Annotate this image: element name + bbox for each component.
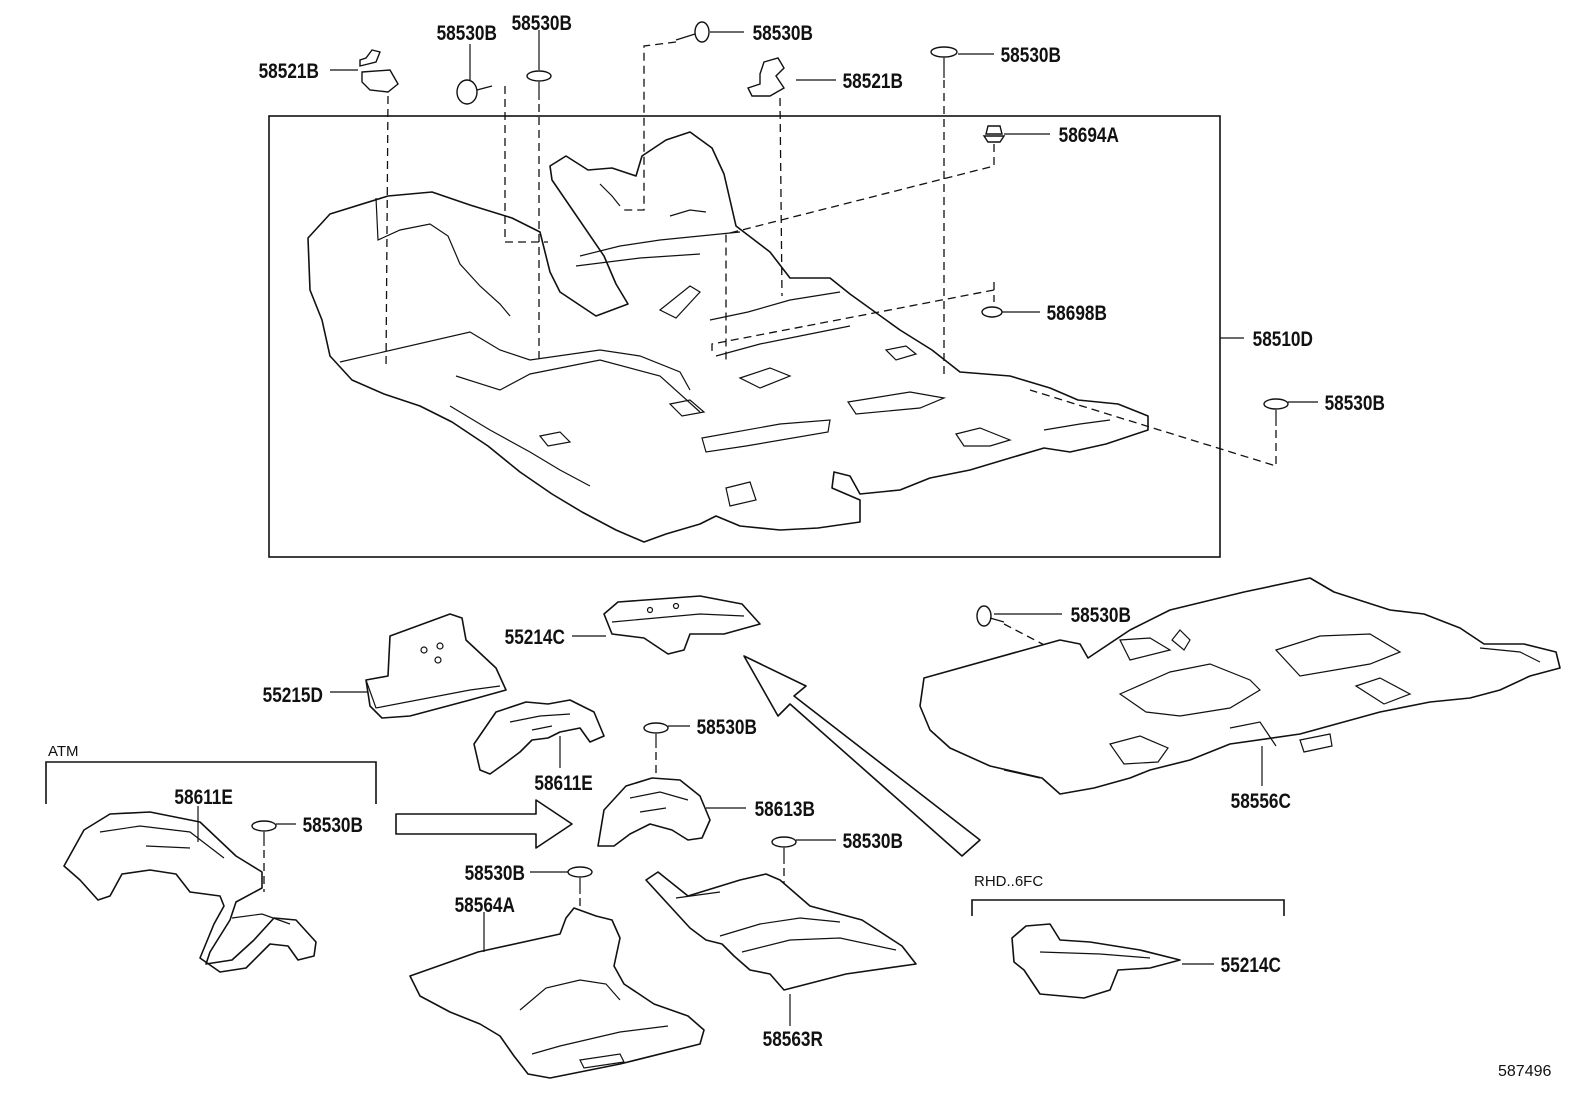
fastener-58530B-b-icon <box>526 70 552 100</box>
cover-55215D <box>365 613 507 719</box>
nut-58698B-icon <box>981 306 1003 318</box>
group-label-atm: ATM <box>48 743 79 760</box>
fastener-58530B-h-icon <box>567 866 593 894</box>
carpet-58563R <box>645 871 917 991</box>
label-58530B-10: 58530B <box>1071 605 1131 628</box>
clip-58521B-left-icon <box>359 49 399 93</box>
cover-55214C-rhd <box>1011 923 1181 999</box>
label-58530B-3: 58530B <box>753 23 813 46</box>
align-line-58530B-c <box>620 41 677 211</box>
fastener-58530B-c-icon <box>675 21 710 43</box>
bracket-58611E-atm <box>63 811 317 973</box>
arrow-right-icon <box>395 799 573 849</box>
align-line-58698B <box>711 282 995 352</box>
fastener-58530B-f-icon <box>643 722 669 748</box>
arrow-diagonal-icon <box>743 655 981 857</box>
cover-55214C-upper <box>603 595 761 655</box>
group-label-rhd: RHD..6FC <box>974 873 1043 890</box>
label-58613B: 58613B <box>755 799 815 822</box>
fastener-58530B-j-icon <box>976 605 1005 627</box>
label-58556C: 58556C <box>1231 791 1291 814</box>
group-bracket-rhd <box>971 899 1285 916</box>
carpet-58556C <box>919 577 1561 795</box>
align-line-58530B-a <box>504 86 548 243</box>
label-58694A: 58694A <box>1059 125 1119 148</box>
align-line-58521B-left <box>385 95 389 369</box>
label-58510D: 58510D <box>1253 329 1313 352</box>
main-carpet-frame <box>268 115 1221 558</box>
label-58530B-7: 58530B <box>303 815 363 838</box>
bracket-58613B <box>597 777 711 847</box>
group-bracket-atm <box>45 761 377 804</box>
label-55214C-2: 55214C <box>1221 955 1281 978</box>
label-58563R: 58563R <box>763 1029 823 1052</box>
label-58611E-1: 58611E <box>174 787 233 810</box>
label-58530B-1: 58530B <box>437 23 497 46</box>
floor-carpet-58510D <box>307 131 1149 543</box>
label-55215D: 55215D <box>263 685 323 708</box>
label-58521B-left: 58521B <box>259 61 319 84</box>
label-58530B-8: 58530B <box>465 863 525 886</box>
label-55214C-1: 55214C <box>505 627 565 650</box>
label-58530B-9: 58530B <box>843 831 903 854</box>
align-line-58521B-right <box>779 97 783 297</box>
fastener-58530B-g-icon <box>251 820 277 846</box>
clip-58521B-right-icon <box>747 57 785 97</box>
reference-number: 587496 <box>1498 1063 1551 1080</box>
label-58564A: 58564A <box>455 895 515 918</box>
label-58530B-6: 58530B <box>697 717 757 740</box>
align-line-58694A <box>725 144 995 362</box>
label-58611E-2: 58611E <box>534 773 593 796</box>
carpet-58564A <box>409 907 705 1079</box>
fastener-58530B-a-icon <box>456 79 493 105</box>
label-58698B: 58698B <box>1047 303 1107 326</box>
fastener-58530B-e-icon <box>1263 398 1289 426</box>
fastener-58530B-d-icon <box>930 46 958 78</box>
clip-58694A-icon <box>982 125 1006 143</box>
label-58521B-right: 58521B <box>843 71 903 94</box>
label-58530B-2: 58530B <box>512 13 572 36</box>
label-58530B-5: 58530B <box>1325 393 1385 416</box>
bracket-58611E-upper <box>473 699 605 775</box>
label-58530B-4: 58530B <box>1001 45 1061 68</box>
fastener-58530B-i-icon <box>771 836 797 864</box>
